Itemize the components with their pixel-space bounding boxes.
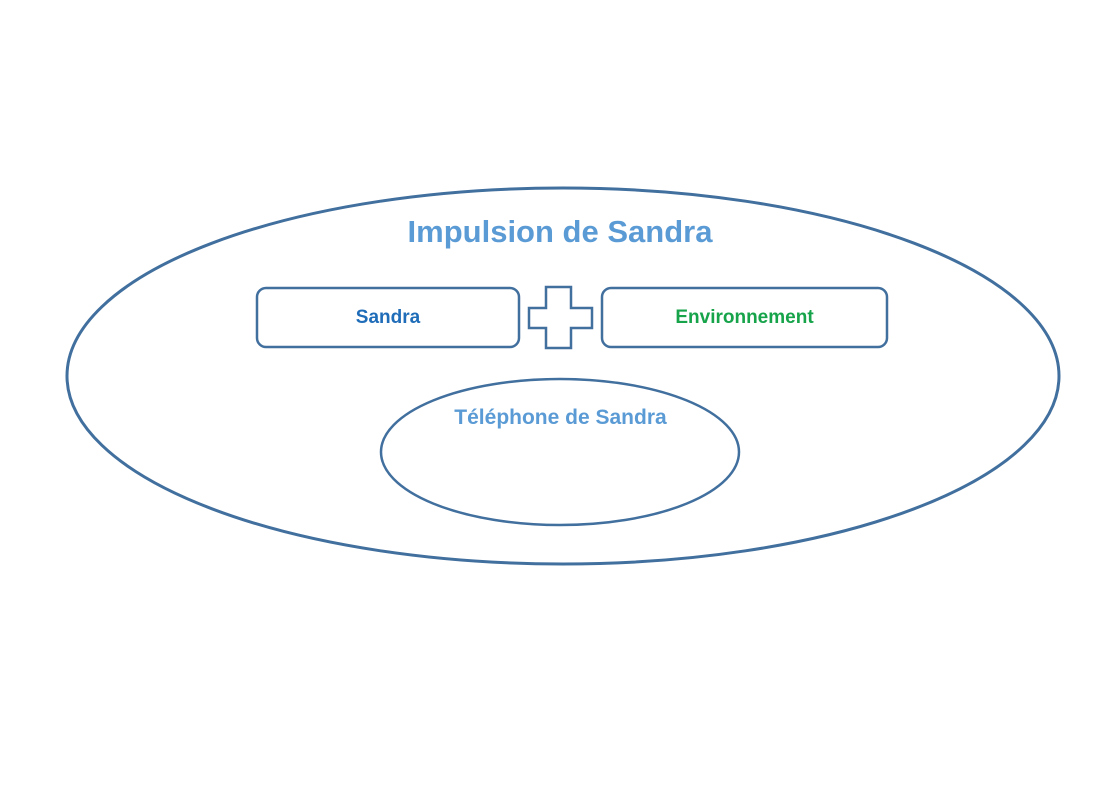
left-box-label: Sandra bbox=[355, 307, 421, 328]
inner-ellipse bbox=[379, 377, 741, 527]
outer-ellipse bbox=[65, 186, 1061, 566]
right-box bbox=[600, 286, 889, 349]
right-box-label: Environnement bbox=[675, 307, 814, 328]
left-box bbox=[255, 286, 521, 349]
plus-icon bbox=[527, 285, 594, 350]
diagram-title: Impulsion de Sandra bbox=[407, 214, 713, 249]
inner-ellipse-label: Téléphone de Sandra bbox=[454, 406, 667, 429]
